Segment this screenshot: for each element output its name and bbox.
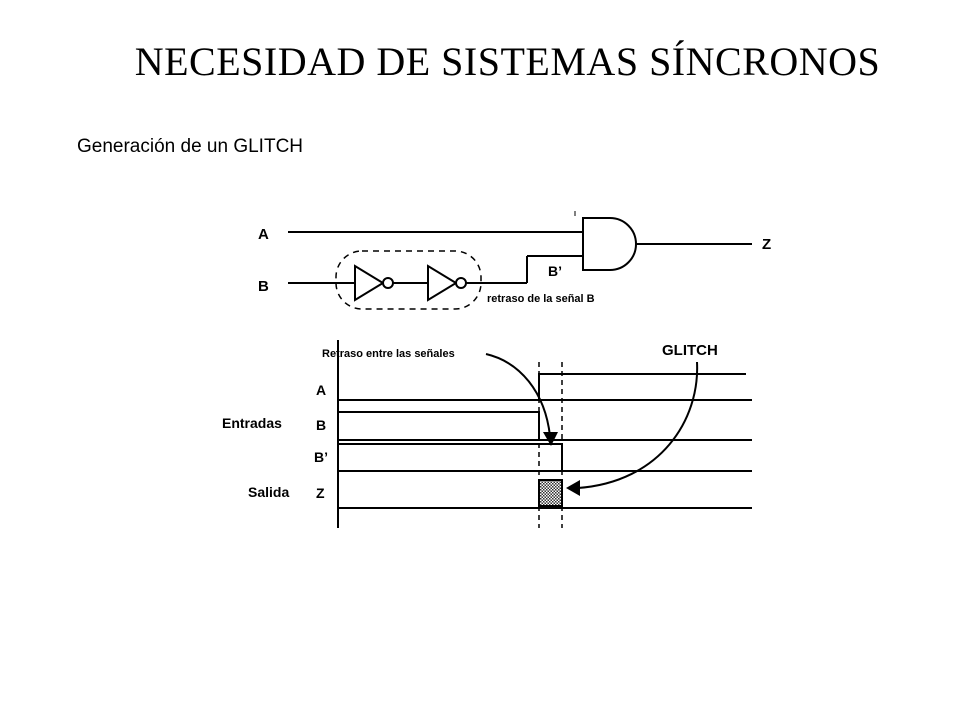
circuit-label-b: B [258, 278, 269, 295]
group-output-label: Salida [248, 484, 289, 500]
glitch-arrowhead [566, 480, 580, 496]
delay-label: Retraso entre las señales [322, 348, 455, 360]
page-title: NECESIDAD DE SISTEMAS SÍNCRONOS [134, 39, 881, 84]
inverter-2 [427, 264, 458, 302]
delay-outline [335, 250, 482, 310]
glitch-pulse [538, 479, 563, 507]
delay-note: retraso de la señal B [487, 293, 595, 305]
timing-label-b: B [316, 417, 326, 433]
inverter-1 [354, 264, 385, 302]
page-subtitle: Generación de un GLITCH [77, 136, 304, 157]
inverter-2-bubble [455, 277, 467, 289]
glitch-arrow [577, 361, 699, 489]
circuit-label-b-prime: B’ [548, 263, 562, 279]
inverter-1-bubble [382, 277, 394, 289]
circuit-label-z: Z [762, 236, 771, 253]
logic-circuit [288, 217, 752, 310]
wave-b-prime [338, 443, 563, 471]
timing-diagram [337, 340, 752, 528]
glitch-label: GLITCH [662, 342, 718, 359]
timing-label-z: Z [316, 485, 325, 501]
circuit-label-a: A [258, 226, 269, 243]
timing-label-a: A [316, 382, 326, 398]
and-gate [582, 217, 637, 271]
wave-b [338, 411, 540, 440]
delay-arrowhead [543, 432, 558, 446]
delay-arrow [485, 353, 551, 437]
timing-label-b-prime: B’ [314, 449, 328, 465]
wave-a [338, 373, 746, 401]
group-inputs-label: Entradas [222, 415, 282, 431]
